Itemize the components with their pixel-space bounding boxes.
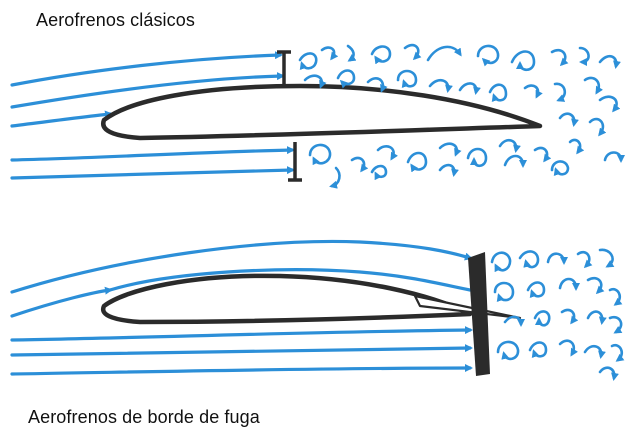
airfoil-bottom	[100, 273, 473, 325]
trailing-edge-airbrake-group	[10, 239, 625, 381]
classic-airbrake-group	[10, 43, 625, 189]
airfoil-top	[101, 83, 543, 141]
lower-spoiler-brake	[288, 142, 302, 182]
upper-spoiler-brake	[277, 50, 291, 86]
turbulent-wake-top	[298, 43, 625, 189]
incoming-airflow-streamlines-bottom	[10, 239, 473, 376]
diagram-caption-classic-airbrakes: Aerofrenos clásicos	[36, 10, 195, 30]
turbulent-wake-bottom	[490, 248, 625, 381]
incoming-airflow-streamlines-top	[10, 51, 295, 180]
trailing-edge-brake-plate	[468, 252, 490, 376]
trailing-edge-split-flap	[413, 294, 522, 320]
diagram-caption-trailing-edge-airbrakes: Aerofrenos de borde de fuga	[28, 407, 260, 427]
